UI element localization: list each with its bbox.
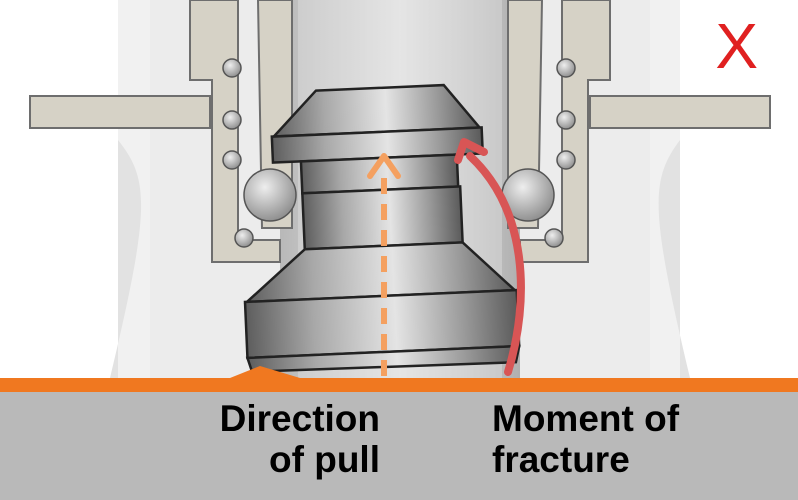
- fracture-label-line2: fracture: [492, 439, 630, 480]
- bearing-balls: [222, 58, 576, 248]
- left-housing: [29, 0, 293, 263]
- pull-arrow: [367, 153, 401, 376]
- incorrect-mark: X: [715, 10, 758, 82]
- pull-label-line2: of pull: [269, 439, 380, 480]
- base-plate: [0, 388, 798, 500]
- adhesive-layer: [0, 366, 798, 392]
- moment-of-fracture-label: Moment of fracture: [492, 398, 679, 480]
- right-housing: [507, 0, 771, 263]
- fracture-label-line1: Moment of: [492, 398, 680, 439]
- pull-label-line1: Direction: [219, 398, 380, 439]
- moment-arrow: [454, 138, 525, 376]
- direction-of-pull-label: Direction of pull: [220, 398, 380, 480]
